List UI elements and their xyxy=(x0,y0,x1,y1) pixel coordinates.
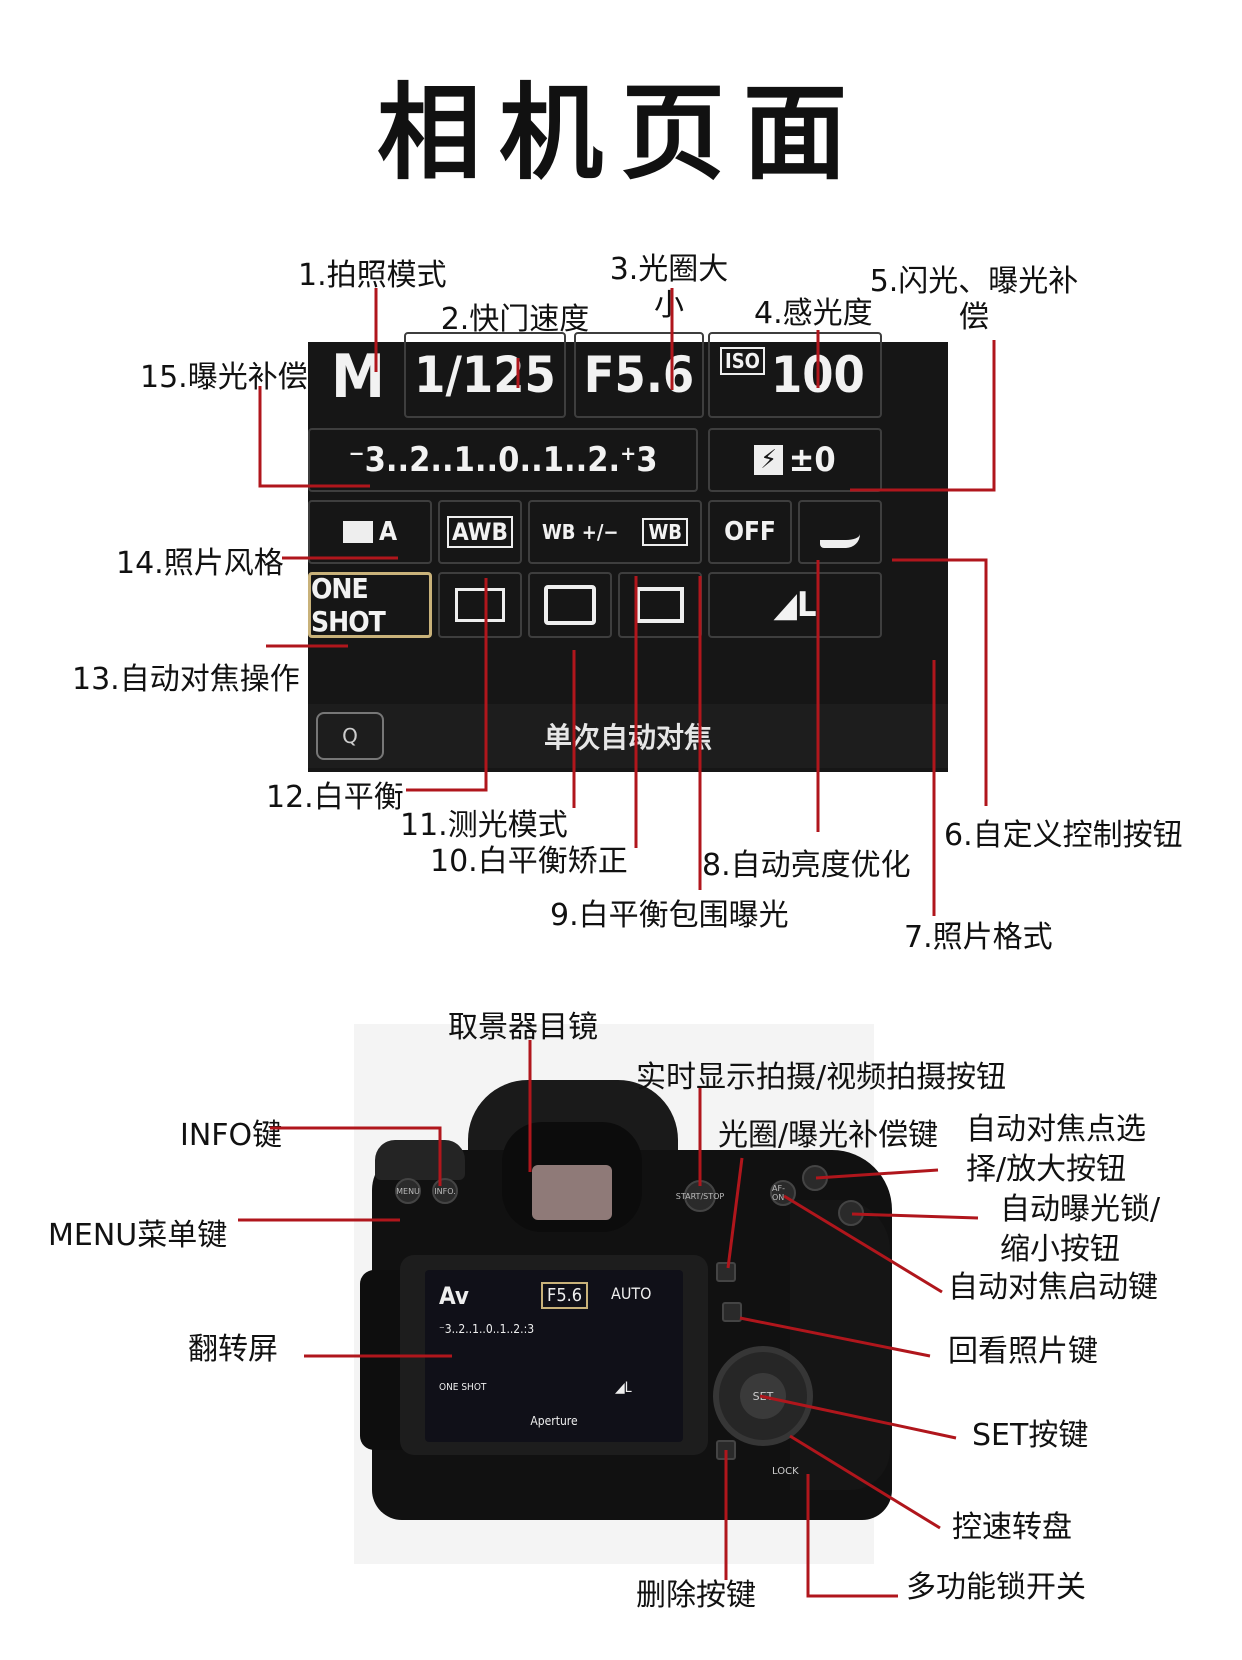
af-on-button[interactable]: AF-ON xyxy=(770,1180,796,1206)
camera-grip xyxy=(790,1200,890,1490)
liveview-button[interactable]: START/STOP xyxy=(676,1180,724,1212)
lcd-scale: ⁻3..2..1..0..1..2.:3 xyxy=(439,1322,535,1336)
lock-switch[interactable]: LOCK xyxy=(772,1466,799,1477)
label-lock: 多功能锁开关 xyxy=(906,1570,1086,1605)
page-title: 相机页面 xyxy=(376,72,865,194)
flash-comp-icon: ⚡ xyxy=(754,445,783,475)
label-picture-style: 14.照片风格 xyxy=(116,546,284,581)
exposure-comp-scale: ⁻3..2..1..0..1..2.⁺3 xyxy=(308,428,698,492)
metering-evaluative-icon xyxy=(455,588,505,622)
picture-style-value: A xyxy=(378,517,398,547)
wb-shift: WB +/− xyxy=(541,520,619,544)
custom-controls-icon xyxy=(820,516,860,548)
label-flip: 翻转屏 xyxy=(188,1332,278,1367)
label-metering: 11.测光模式 xyxy=(400,808,568,843)
wb-shift-bracket-cell: WB +/− WB xyxy=(528,500,702,564)
flash-exposure-comp: ⚡ ±0 xyxy=(708,428,882,492)
label-menu: MENU菜单键 xyxy=(48,1218,228,1253)
metering-partial-icon xyxy=(544,585,596,625)
lcd-af: ONE SHOT xyxy=(439,1382,487,1393)
ae-lock-button[interactable] xyxy=(838,1200,864,1226)
label-dial: 控速转盘 xyxy=(952,1510,1072,1545)
white-balance: AWB xyxy=(438,500,522,564)
camera-settings-screen: M 1/125 F5.6 ISO 100 ⁻3..2..1..0..1..2.⁺… xyxy=(308,332,948,772)
af-operation: ONE SHOT xyxy=(308,572,432,638)
lcd-status: Aperture xyxy=(530,1414,578,1428)
lcd-quality: ◢L xyxy=(615,1380,632,1396)
lcd-mode: Av xyxy=(439,1282,469,1310)
label-delete: 删除按键 xyxy=(636,1578,756,1613)
label-alo: 8.自动亮度优化 xyxy=(702,848,911,883)
label-wb-bracket: 9.白平衡包围曝光 xyxy=(550,898,789,933)
shooting-mode: M xyxy=(331,342,385,412)
label-info: INFO键 xyxy=(180,1118,283,1153)
wb-bracket: WB xyxy=(642,518,689,546)
shutter-speed: 1/125 xyxy=(404,332,566,418)
status-text: 单次自动对焦 xyxy=(543,721,712,754)
menu-button[interactable]: MENU xyxy=(395,1178,421,1204)
playback-button[interactable] xyxy=(722,1302,742,1322)
flash-comp-value: ±0 xyxy=(788,440,836,480)
metering-center-icon xyxy=(636,587,684,623)
metering-center xyxy=(618,572,702,638)
image-quality: ◢L xyxy=(708,572,882,638)
label-white-balance: 12.白平衡 xyxy=(266,780,404,815)
iso-value: 100 xyxy=(770,346,865,404)
lcd-iso: AUTO xyxy=(611,1284,652,1303)
label-af-operation: 13.自动对焦操作 xyxy=(72,662,300,697)
label-custom-controls: 6.自定义控制按钮 xyxy=(944,818,1183,853)
aperture-comp-button[interactable] xyxy=(716,1262,736,1282)
label-image-quality: 7.照片格式 xyxy=(904,920,1053,955)
label-aperture: 3.光圈大小 xyxy=(609,252,729,323)
label-aperture-comp: 光圈/曝光补偿键 xyxy=(718,1118,939,1153)
label-af-point: 自动对焦点选择/放大按钮 xyxy=(966,1112,1146,1187)
info-button[interactable]: INFO. xyxy=(432,1178,458,1204)
iso-setting: ISO 100 xyxy=(708,332,882,418)
label-set: SET按键 xyxy=(972,1418,1089,1453)
label-shutter-speed: 2.快门速度 xyxy=(440,302,590,337)
label-viewfinder: 取景器目镜 xyxy=(448,1010,598,1045)
label-ae-lock: 自动曝光锁/缩小按钮 xyxy=(1000,1192,1161,1267)
camera-lcd: Av F5.6 AUTO ⁻3..2..1..0..1..2.:3 ONE SH… xyxy=(425,1270,683,1442)
lcd-aperture: F5.6 xyxy=(541,1282,589,1309)
label-liveview: 实时显示拍摄/视频拍摄按钮 xyxy=(636,1060,1007,1095)
metering-partial xyxy=(528,572,612,638)
aperture-value: F5.6 xyxy=(574,332,704,418)
delete-button[interactable] xyxy=(716,1440,736,1460)
auto-lighting-optimizer: OFF xyxy=(708,500,792,564)
label-flash-comp: 5.闪光、曝光补偿 xyxy=(869,264,1079,335)
label-wb-shift: 10.白平衡矫正 xyxy=(430,844,628,879)
set-button[interactable]: SET xyxy=(740,1373,786,1419)
custom-controls xyxy=(798,500,882,564)
picture-style-icon xyxy=(342,521,373,543)
white-balance-value: AWB xyxy=(447,516,513,548)
viewfinder-eyepiece xyxy=(532,1165,612,1220)
picture-style: A xyxy=(308,500,432,564)
q-button[interactable]: Q xyxy=(316,712,384,760)
label-exposure-comp: 15.曝光补偿 xyxy=(140,360,308,395)
iso-icon: ISO xyxy=(720,347,765,375)
status-bar: Q 单次自动对焦 xyxy=(308,704,948,768)
metering-evaluative xyxy=(438,572,522,638)
af-point-button[interactable] xyxy=(802,1165,828,1191)
label-playback: 回看照片键 xyxy=(948,1334,1098,1369)
label-af-on: 自动对焦启动键 xyxy=(948,1270,1158,1305)
label-shooting-mode: 1.拍照模式 xyxy=(298,258,447,293)
label-iso: 4.感光度 xyxy=(754,296,873,331)
mode-dial[interactable] xyxy=(375,1140,465,1180)
